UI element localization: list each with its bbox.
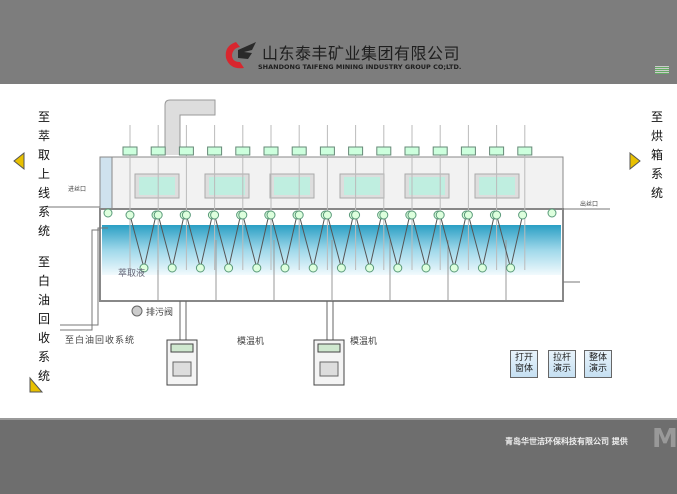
roller <box>238 210 248 220</box>
machine-screen <box>317 343 341 353</box>
top-pulley <box>291 146 307 156</box>
pipe <box>45 206 610 331</box>
open-window-button[interactable]: 打开窗体 <box>510 350 538 378</box>
machine-panel <box>319 361 339 377</box>
roller <box>224 263 234 273</box>
top-pulley <box>263 146 279 156</box>
roller <box>379 210 389 220</box>
label-extract-liquid: 萃取液 <box>118 269 146 279</box>
top-pulley <box>235 146 251 156</box>
roller <box>125 210 135 220</box>
top-pulley <box>460 146 476 156</box>
roller <box>252 263 262 273</box>
drain-valve-icon <box>131 305 143 317</box>
roller <box>492 210 502 220</box>
top-pulley <box>404 146 420 156</box>
roller <box>336 263 346 273</box>
footer-provider: 青岛华世洁环保科技有限公司 提供 <box>505 437 628 446</box>
label-oil-recovery-line: 至白油回收系统 <box>65 336 136 346</box>
top-pulley <box>376 146 392 156</box>
top-pulley <box>178 146 194 156</box>
outlet-roller <box>547 208 557 218</box>
roller <box>195 263 205 273</box>
label-mold-temp-2: 模温机 <box>350 337 378 347</box>
roller <box>167 263 177 273</box>
footer-bar <box>0 418 677 494</box>
down-arrow-icon <box>29 376 44 393</box>
roller <box>139 263 149 273</box>
roller <box>518 210 528 220</box>
roller <box>477 263 487 273</box>
label-drain-valve: 排污阀 <box>146 308 174 318</box>
inlet-roller <box>103 208 113 218</box>
roller <box>153 210 163 220</box>
window-glass <box>274 177 310 195</box>
top-pulley <box>432 146 448 156</box>
label-to-extraction: 至萃取上线系统 <box>37 110 50 238</box>
window-glass <box>209 177 245 195</box>
roller <box>280 263 290 273</box>
window-glass <box>409 177 445 195</box>
label-outlet: 出丝口 <box>580 201 599 208</box>
exhaust-duct <box>164 99 216 155</box>
roller <box>351 210 361 220</box>
machine-panel <box>172 361 192 377</box>
roller <box>365 263 375 273</box>
roller <box>266 210 276 220</box>
header-bar <box>0 0 677 84</box>
roller <box>463 210 473 220</box>
top-pulley <box>122 146 138 156</box>
top-pulley <box>150 146 166 156</box>
machine-screen <box>170 343 194 353</box>
roller <box>393 263 403 273</box>
housing-side <box>99 156 113 210</box>
roller <box>435 210 445 220</box>
roller <box>181 210 191 220</box>
roller <box>294 210 304 220</box>
footer-logo: M <box>652 424 677 454</box>
roller <box>308 263 318 273</box>
top-pulley <box>319 146 335 156</box>
rod-demo-button[interactable]: 拉杆演示 <box>548 350 576 378</box>
machine-pipe <box>326 301 334 340</box>
full-demo-button[interactable]: 整体演示 <box>584 350 612 378</box>
roller <box>449 263 459 273</box>
company-name-cn: 山东泰丰矿业集团有限公司 <box>262 44 461 63</box>
label-mold-temp-1: 模温机 <box>237 337 265 347</box>
label-to-oil-recovery: 至白油回收系统 <box>37 255 50 383</box>
label-inlet: 进丝口 <box>68 186 87 193</box>
top-pulley <box>348 146 364 156</box>
window-glass <box>344 177 380 195</box>
top-pulley <box>489 146 505 156</box>
top-pulley <box>517 146 533 156</box>
roller <box>506 263 516 273</box>
roller <box>322 210 332 220</box>
roller <box>407 210 417 220</box>
company-logo-icon <box>225 42 256 69</box>
left-arrow-icon <box>13 151 25 171</box>
roller <box>210 210 220 220</box>
company-name-en: SHANDONG TAIFENG MINING INDUSTRY GROUP C… <box>258 63 462 71</box>
machine-pipe <box>179 301 187 340</box>
label-to-oven: 至烘箱系统 <box>650 110 663 200</box>
small-icon <box>655 66 669 74</box>
top-pulley <box>207 146 223 156</box>
right-arrow-icon <box>629 151 641 171</box>
window-glass <box>139 177 175 195</box>
roller <box>421 263 431 273</box>
